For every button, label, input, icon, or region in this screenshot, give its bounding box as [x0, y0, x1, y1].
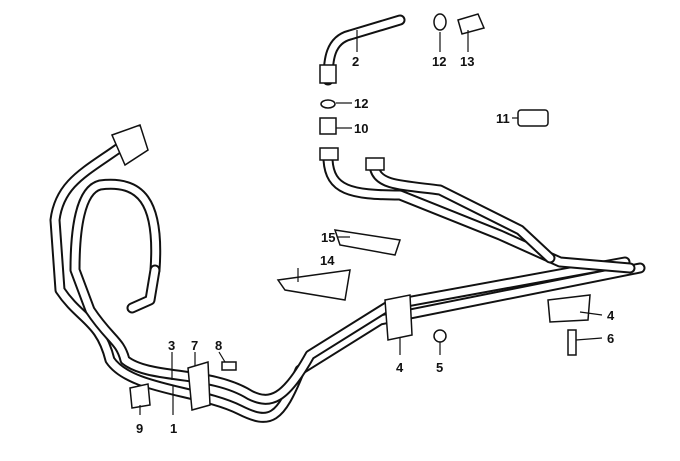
callout-8: 8 — [215, 338, 222, 353]
callout-5: 5 — [436, 360, 443, 375]
nut-5 — [433, 329, 447, 343]
callout-3: 3 — [168, 338, 175, 353]
clamp-4 — [384, 294, 413, 341]
callout-2: 2 — [352, 54, 359, 69]
hose-end — [110, 124, 149, 167]
washer-12-top — [433, 13, 447, 31]
callout-11: 11 — [496, 111, 510, 126]
callout-12-top: 12 — [432, 54, 446, 69]
union-nut-2 — [365, 157, 385, 171]
callout-1: 1 — [170, 421, 177, 436]
callout-6: 6 — [607, 331, 614, 346]
oil-line-1 — [49, 134, 646, 423]
callout-7: 7 — [191, 338, 198, 353]
bolt-13 — [457, 13, 486, 35]
callout-10: 10 — [354, 121, 368, 136]
callout-9: 9 — [136, 421, 143, 436]
fittings — [110, 13, 591, 411]
callout-13: 13 — [460, 54, 474, 69]
bracket-9 — [129, 383, 151, 409]
bracket-15 — [333, 229, 401, 256]
oil-line-2 — [322, 14, 636, 274]
bracket-4-right — [547, 294, 591, 323]
callout-15: 15 — [321, 230, 335, 245]
fitting-2 — [319, 64, 337, 84]
adapter-11 — [517, 109, 549, 127]
callout-14: 14 — [320, 253, 335, 268]
leader-lines — [139, 30, 603, 415]
callout-4: 4 — [396, 360, 404, 375]
bracket-14 — [276, 269, 351, 301]
union-nut — [319, 147, 339, 161]
bolt-6 — [567, 329, 577, 356]
callout-labels: 2 12 13 12 10 11 15 14 4 6 3 7 8 4 5 9 1 — [136, 54, 615, 436]
washer-12 — [320, 99, 336, 109]
clamp-7 — [187, 361, 211, 411]
callout-4-right: 4 — [607, 308, 615, 323]
callout-12: 12 — [354, 96, 368, 111]
screw-8 — [221, 361, 237, 371]
hollow-bolt-10 — [319, 117, 337, 135]
